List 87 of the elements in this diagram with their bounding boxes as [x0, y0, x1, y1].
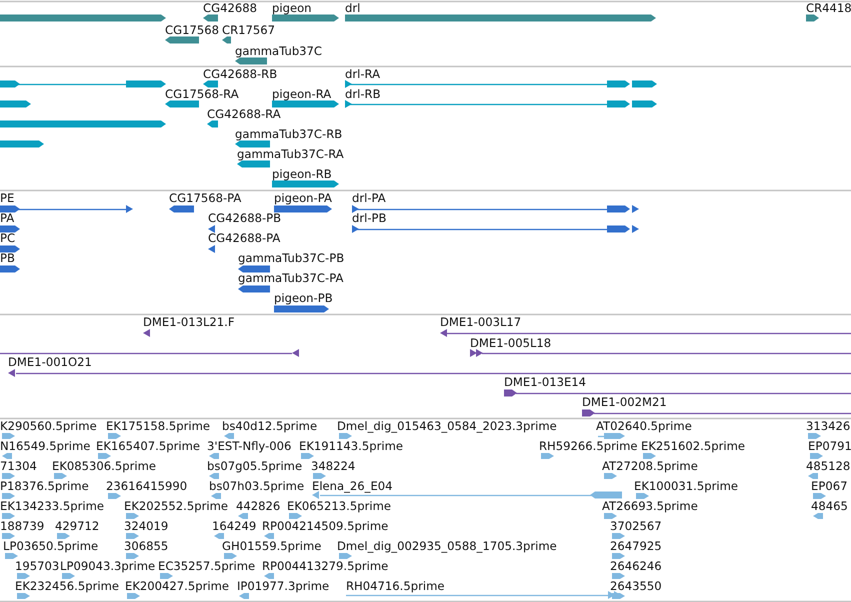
- feature-label: bs07g05.5prime: [207, 460, 302, 472]
- feature-label: Dmel_dig_015463_0584_2023.3prime: [337, 420, 557, 432]
- feature-label: PC: [0, 232, 16, 244]
- feature-label: N16549.5prime: [0, 440, 90, 452]
- feature-label: EP067: [811, 480, 848, 492]
- feature-label: P18376.5prime: [0, 480, 89, 492]
- feature-label: 429712: [55, 520, 100, 532]
- feature-label: EK251602.5prime: [641, 440, 746, 452]
- feature-label: drl: [345, 2, 360, 14]
- feature-label: EK134233.5prime: [0, 500, 104, 512]
- feature-label: DME1-003L17: [440, 316, 522, 328]
- feature-label: RH59266.5prime: [539, 440, 638, 452]
- feature-label: CG42688-PB: [208, 212, 282, 224]
- feature-label: 3'EST-Nfly-006: [207, 440, 292, 452]
- feature-label: pigeon-PB: [274, 292, 333, 304]
- feature-label: 2643550: [610, 580, 662, 592]
- feature-label: pigeon: [272, 2, 312, 14]
- feature-label: EK202552.5prime: [124, 500, 228, 512]
- feature-label: 71304: [0, 460, 37, 472]
- feature-label: bs40d12.5prime: [222, 420, 318, 432]
- feature-label: drl-PA: [352, 192, 386, 204]
- feature-label: EK165407.5prime: [96, 440, 200, 452]
- feature-label: EK065213.5prime: [287, 500, 392, 512]
- feature-label: CG17568: [165, 24, 219, 36]
- feature-label: gammaTub37C-RB: [235, 128, 342, 140]
- feature-label: LP09043.3prime: [60, 560, 156, 572]
- feature-label: pigeon-RB: [272, 168, 332, 180]
- feature-label: gammaTub37C-PB: [238, 252, 344, 264]
- feature-label: 3702567: [610, 520, 662, 532]
- feature-label: IP01977.3prime: [237, 580, 330, 592]
- feature-label: EK175158.5prime: [106, 420, 210, 432]
- feature-label: PB: [0, 252, 15, 264]
- feature-label: RP004413279.5prime: [262, 560, 388, 572]
- feature-label: drl-PB: [352, 212, 386, 224]
- feature-label: EP0791: [808, 440, 851, 452]
- feature-label: pigeon-RA: [272, 88, 332, 100]
- feature-label: LP03650.5prime: [3, 540, 98, 552]
- feature-label: 164249: [212, 520, 256, 532]
- feature-label: gammaTub37C-RA: [237, 148, 344, 160]
- feature-label: CG17568-PA: [169, 192, 242, 204]
- feature-label: RH04716.5prime: [346, 580, 444, 592]
- feature-label: 348224: [311, 460, 356, 472]
- feature-label: bs07h03.5prime: [209, 480, 304, 492]
- feature-label: drl-RA: [345, 68, 380, 80]
- feature-label: GH01559.5prime: [222, 540, 322, 552]
- feature-label: 188739: [0, 520, 44, 532]
- feature-label: 306855: [124, 540, 168, 552]
- feature-label: PE: [0, 192, 14, 204]
- feature-label: 2647925: [610, 540, 662, 552]
- feature-label: EC35257.5prime: [158, 560, 256, 572]
- feature-label: EK085306.5prime: [52, 460, 156, 472]
- feature-label: gammaTub37C-PA: [238, 272, 344, 284]
- feature-label: 485128: [806, 460, 850, 472]
- feature-label: EK191143.5prime: [299, 440, 404, 452]
- feature-label: AT27208.5prime: [602, 460, 698, 472]
- feature-label: CG42688: [203, 2, 257, 14]
- feature-label: RP004214509.5prime: [262, 520, 388, 532]
- feature-label: CG42688-PA: [208, 232, 280, 244]
- feature-label: DME1-001O21: [8, 356, 92, 368]
- feature-label: DME1-013E14: [504, 376, 586, 388]
- feature-label: EK200427.5prime: [125, 580, 230, 592]
- feature-label: EK232456.5prime: [15, 580, 120, 592]
- feature-label: Elena_26_E04: [312, 480, 393, 492]
- feature-label: pigeon-PA: [274, 192, 332, 204]
- feature-label: gammaTub37C: [235, 45, 322, 57]
- feature-label: CR17567: [222, 24, 276, 36]
- feature-label: DME1-002M21: [582, 396, 667, 408]
- feature-label: drl-RB: [345, 88, 381, 100]
- feature-label: CG42688-RA: [207, 108, 281, 120]
- feature-label: K290560.5prime: [0, 420, 97, 432]
- feature-label: 313426: [806, 420, 850, 432]
- feature-label: 442826: [236, 500, 280, 512]
- feature-label: CR4418: [806, 2, 851, 14]
- feature-label: CG42688-RB: [203, 68, 278, 80]
- feature-label: 324019: [124, 520, 168, 532]
- feature-label: PA: [0, 212, 14, 224]
- feature-label: 2646246: [610, 560, 662, 572]
- feature-label: 195703: [15, 560, 60, 572]
- feature-label: AT26693.5prime: [602, 500, 698, 512]
- feature-label: DME1-013L21.F: [143, 316, 235, 328]
- feature-label: CG17568-RA: [165, 88, 239, 100]
- feature-label: EK100031.5prime: [634, 480, 738, 492]
- feature-label: 48465: [811, 500, 848, 512]
- feature-label: Dmel_dig_002935_0588_1705.3prime: [337, 540, 557, 552]
- feature-label: DME1-005L18: [470, 337, 552, 349]
- feature-label: AT02640.5prime: [596, 420, 692, 432]
- feature-label: 23616415990: [106, 480, 188, 492]
